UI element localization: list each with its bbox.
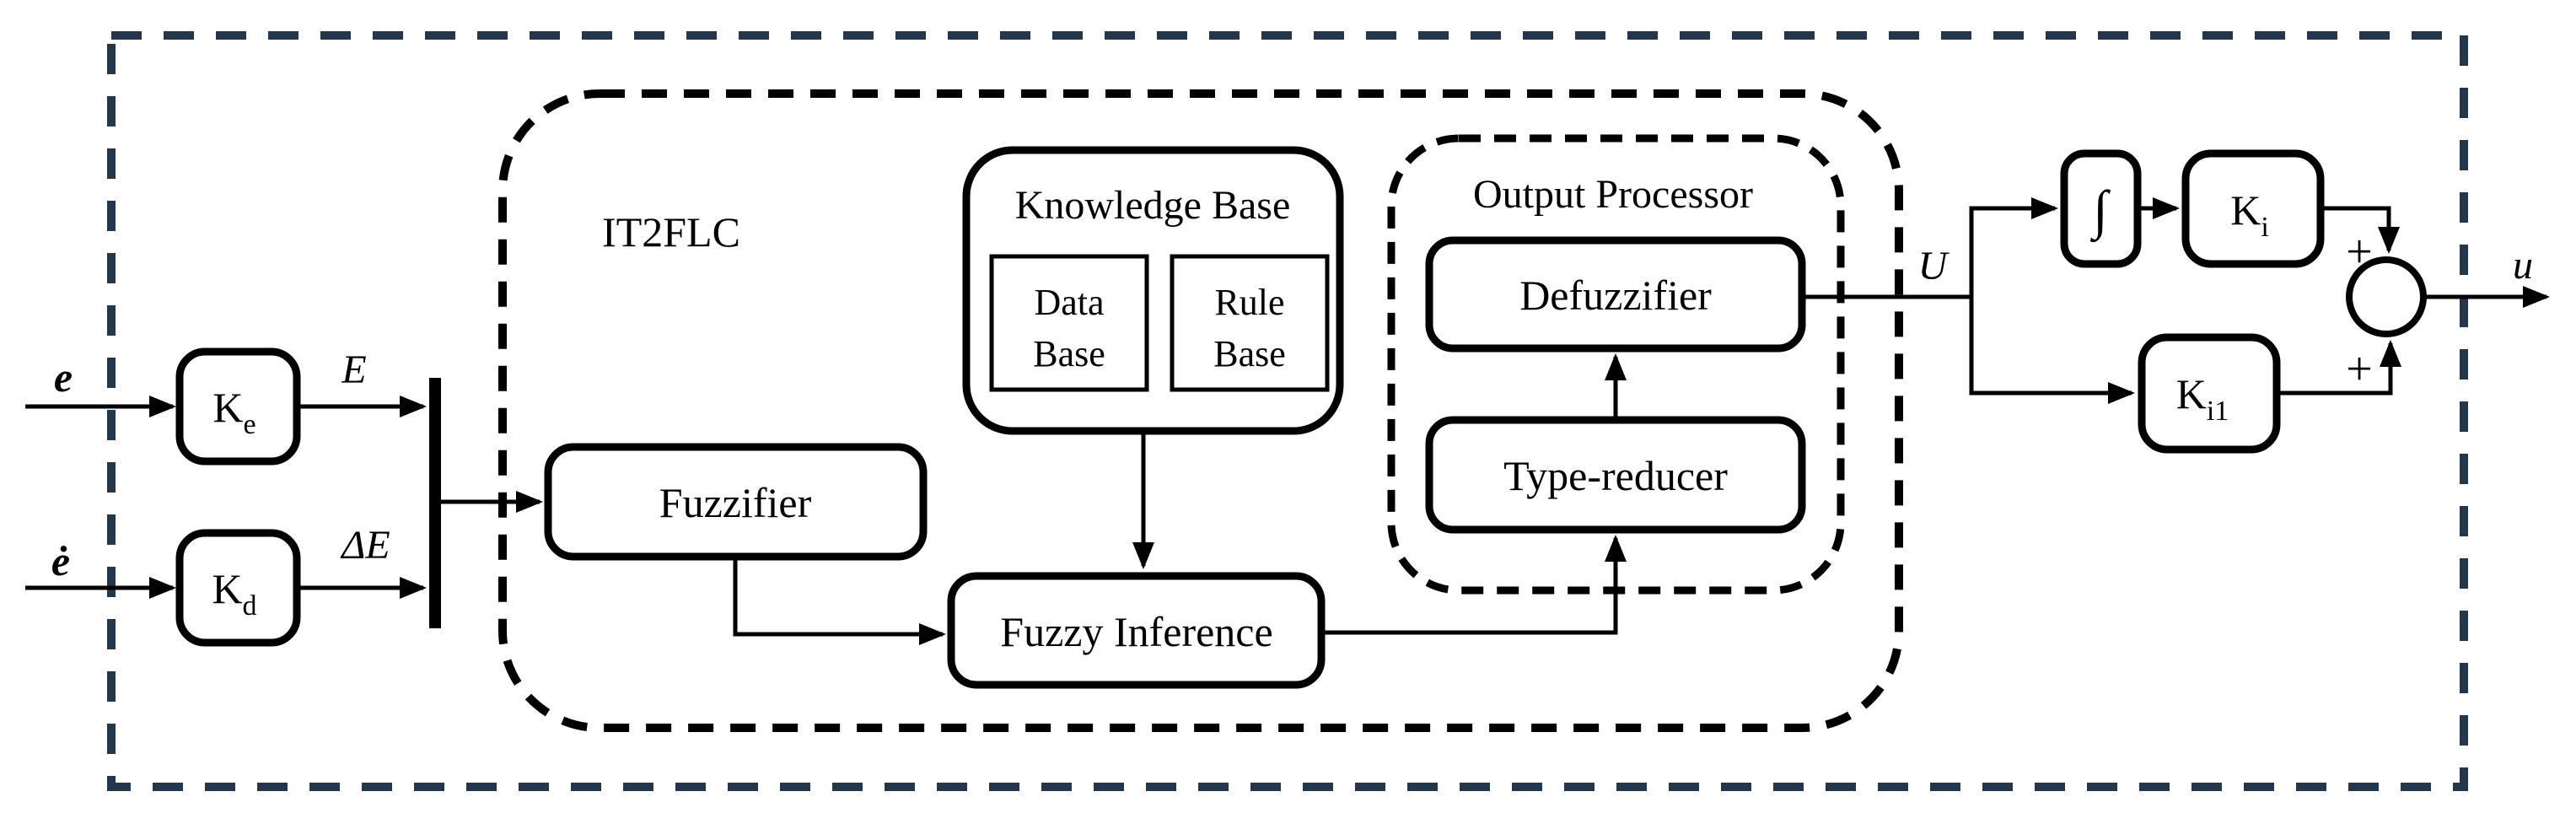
defuzzifier-block xyxy=(1425,236,1806,353)
fuzzifier-label: Fuzzifier xyxy=(659,479,812,526)
signal-delta-e-label: ΔE xyxy=(340,523,390,568)
it2flc-dashed-border xyxy=(498,89,1903,732)
summing-junction xyxy=(2346,256,2427,337)
defuzzifier-label: Defuzzifier xyxy=(1519,272,1712,319)
signal-e-capital-label: E xyxy=(341,347,366,392)
gain-kd-base: K xyxy=(212,565,242,612)
output-u-label: u xyxy=(2513,243,2533,288)
data-base-label-line2: Base xyxy=(1033,333,1105,374)
wire-fuzzifier-to-inference xyxy=(733,557,946,645)
data-base-block xyxy=(989,254,1149,392)
gain-ki1-label: Ki1 xyxy=(2176,370,2229,427)
wire-ki-to-sum xyxy=(2321,206,2400,254)
gain-ki-base: K xyxy=(2230,186,2261,234)
it2flc-label: IT2FLC xyxy=(602,208,740,256)
gain-ki1-block xyxy=(2138,333,2281,454)
gain-kd-subscript: d xyxy=(243,590,257,622)
gain-ki1-subscript: i1 xyxy=(2207,396,2229,427)
input-e-dot-label: ė xyxy=(51,537,70,584)
rule-base-label-line2: Base xyxy=(1213,333,1286,374)
wire-branch-to-ki1 xyxy=(1969,297,2135,404)
output-processor-dashed-border xyxy=(1387,134,1845,595)
type-reducer-label: Type-reducer xyxy=(1503,452,1728,499)
data-base-label-line1: Data xyxy=(1034,282,1104,323)
wire-inference-to-type-reducer xyxy=(1321,535,1627,635)
gain-ki-label: Ki xyxy=(2230,186,2269,243)
knowledge-base-label: Knowledge Base xyxy=(1015,183,1291,228)
input-e-label: e xyxy=(54,353,73,401)
sum-plus-bottom-sign: + xyxy=(2346,343,2373,396)
gain-ki1-base: K xyxy=(2176,370,2207,417)
output-processor-label: Output Processor xyxy=(1473,172,1753,217)
rule-base-label-line1: Rule xyxy=(1214,282,1284,323)
gain-ke-subscript: e xyxy=(244,409,256,440)
wire-ki1-to-sum xyxy=(2277,340,2401,396)
gain-ke-base: K xyxy=(212,384,243,431)
fuzzy-inference-label: Fuzzy Inference xyxy=(1000,608,1272,655)
system-boundary-dashed-border xyxy=(107,31,2468,791)
rule-base-block xyxy=(1170,254,1330,392)
gain-kd-label: Kd xyxy=(212,565,256,622)
signal-u-capital-label: U xyxy=(1918,244,1950,288)
gain-ke-label: Ke xyxy=(212,384,255,440)
integrator-label: ∫ xyxy=(2089,180,2111,243)
gain-ki-subscript: i xyxy=(2261,212,2268,243)
wire-branch-to-integrator xyxy=(1969,197,2058,297)
